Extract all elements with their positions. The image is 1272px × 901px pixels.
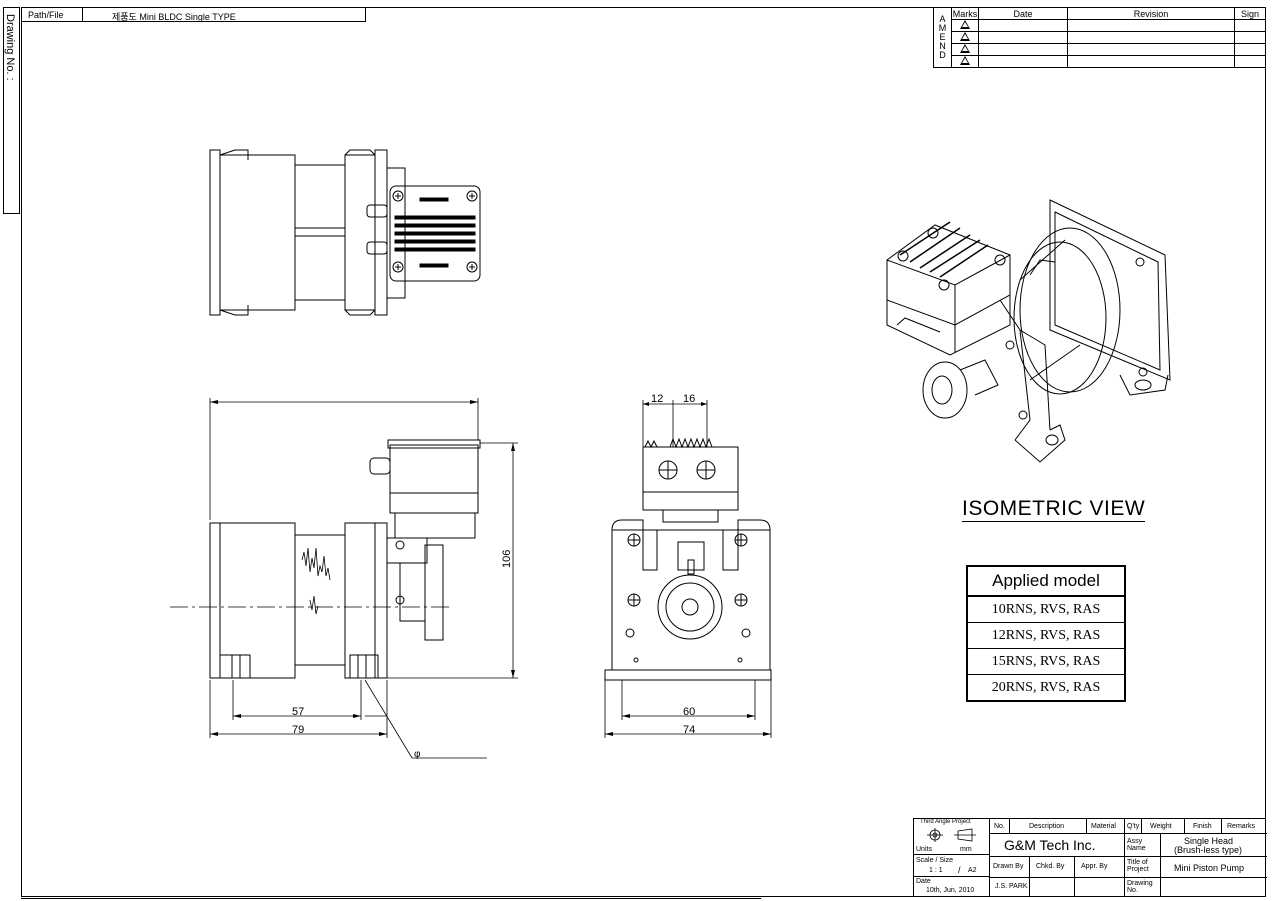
drawing-number-strip: Drawing No. : — [3, 7, 20, 214]
dim-side-total: 74 — [683, 724, 695, 736]
company-name: G&M Tech Inc. — [1004, 837, 1096, 853]
drawn-by-value: J.S. PARK — [995, 883, 1028, 890]
front-view — [209, 439, 481, 679]
date-label: Date — [916, 878, 931, 885]
col-material: Material — [1091, 823, 1116, 830]
assy-name-label: Assy Name — [1127, 838, 1146, 852]
scale-label: Scale / Size — [916, 857, 953, 864]
dim-side-top-right: 16 — [683, 393, 695, 405]
isometric-view-title: ISOMETRIC VIEW — [962, 497, 1146, 522]
path-file-box: Path/File 제품도 Mini BLDC Single TYPE — [21, 7, 366, 22]
amend-column: A M E N D — [933, 7, 952, 68]
revision-table: A M E N D Marks Date Revision Sign — [933, 7, 1266, 68]
bottom-border-line — [21, 898, 761, 899]
drawing-frame — [21, 7, 1266, 897]
applied-model-row: 12RNS, RVS, RAS — [966, 622, 1126, 649]
applied-model-row: 10RNS, RVS, RAS — [966, 595, 1126, 623]
chkd-by-label: Chkd. By — [1036, 863, 1065, 870]
dim-front-height: 106 — [501, 550, 513, 568]
third-angle-projection-icon — [927, 828, 976, 842]
revision-triangle-icon — [960, 44, 970, 53]
isometric-view — [886, 199, 1171, 463]
applied-model-row: 15RNS, RVS, RAS — [966, 648, 1126, 675]
title-of-project-value: Mini Piston Pump — [1174, 863, 1245, 873]
col-description: Description — [1029, 823, 1065, 830]
col-qty: Q'ty — [1127, 823, 1140, 830]
col-no: No. — [994, 823, 1005, 830]
projection-label: Third Angle Project — [920, 819, 971, 825]
revision-triangle-icon — [960, 56, 970, 65]
assy-name-value-2: (Brush-less type) — [1174, 845, 1243, 855]
size-value: A2 — [968, 867, 977, 874]
drawn-by-label: Drawn By — [993, 863, 1024, 870]
applied-model-table: Applied model 10RNS, RVS, RAS 12RNS, RVS… — [966, 565, 1126, 702]
title-block: Third Angle Project Units mm Scale / Siz… — [913, 818, 1267, 897]
title-of-project-label: Title of Project — [1127, 859, 1149, 873]
dim-side-inner: 60 — [683, 706, 695, 718]
dim-front-inner: 57 — [292, 706, 304, 718]
dim-front-total: 79 — [292, 724, 304, 736]
drawing-number-label: Drawing No. : — [4, 14, 16, 81]
dim-leader-symbol: φ — [414, 749, 421, 760]
date-value: 10th, Jun, 2010 — [926, 887, 975, 894]
units-value: mm — [960, 846, 972, 853]
revision-triangle-icon — [960, 20, 970, 29]
applied-model-header: Applied model — [966, 565, 1126, 597]
appr-by-label: Appr. By — [1081, 863, 1108, 870]
side-view — [604, 437, 772, 681]
revision-triangle-icon — [960, 32, 970, 41]
drawing-no-label: Drawing No. — [1127, 880, 1153, 894]
applied-model-row: 20RNS, RVS, RAS — [966, 674, 1126, 702]
path-file-value: 제품도 Mini BLDC Single TYPE — [112, 12, 236, 22]
scale-value: 1 : 1 — [929, 867, 943, 874]
col-finish: Finish — [1193, 823, 1212, 830]
top-view — [209, 149, 481, 316]
col-remarks: Remarks — [1227, 823, 1256, 830]
path-file-label: Path/File — [28, 10, 64, 20]
assy-name-value-1: Single Head — [1184, 836, 1234, 846]
dim-side-top-left: 12 — [651, 393, 663, 405]
col-weight: Weight — [1150, 823, 1172, 830]
units-label: Units — [916, 846, 932, 853]
